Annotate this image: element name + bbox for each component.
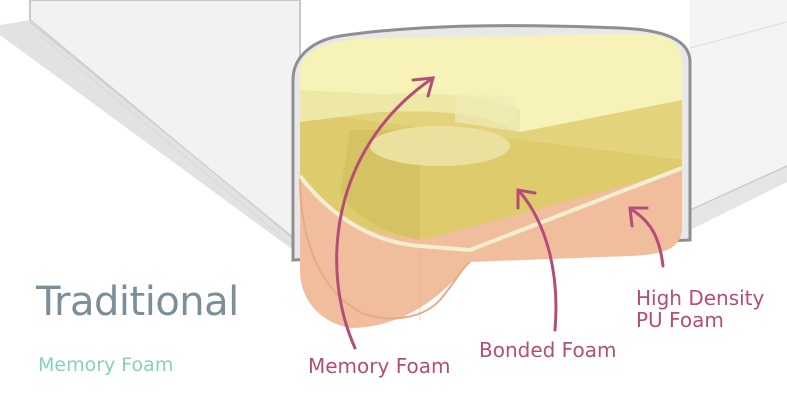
bonded-foam-label: Bonded Foam (479, 338, 617, 362)
page-subtitle: Memory Foam (38, 354, 174, 376)
pu-foam-label: High Density PU Foam (636, 287, 764, 332)
bonded-foam-callout-arrow (516, 188, 558, 332)
page-title: Traditional (36, 279, 239, 325)
pu-foam-label-line2: PU Foam (636, 308, 724, 333)
pu-foam-callout-arrow (628, 206, 665, 268)
pu-foam-label-line1: High Density (636, 286, 765, 310)
memory-foam-callout-arrow (335, 76, 436, 350)
memory-foam-label: Memory Foam (308, 354, 451, 378)
